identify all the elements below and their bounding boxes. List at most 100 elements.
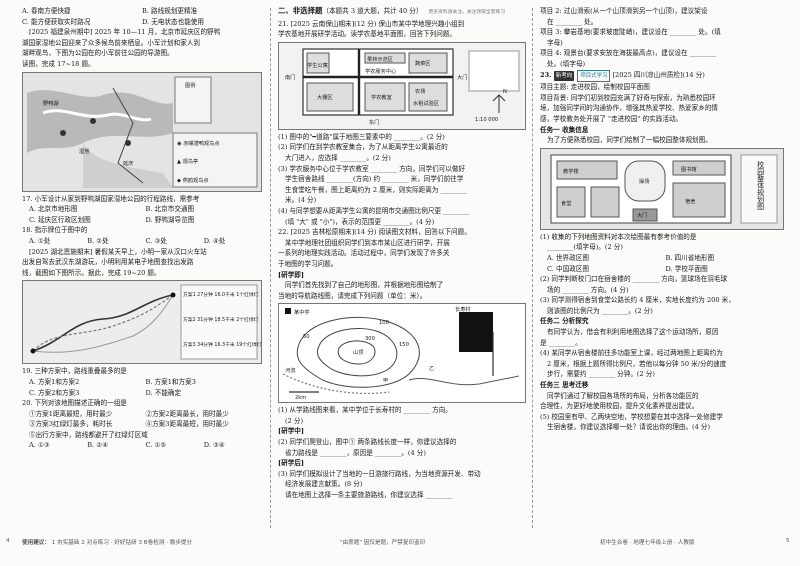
passage-line: 项目背景: 同学们初到校园充满了好奇与探索，为熟悉校园环 (540, 93, 716, 102)
passage-line: 为了方便熟悉校园，同学们绘制了一幅校园整体规划图。 (547, 136, 712, 145)
map-label: 图书馆 (681, 166, 697, 173)
subheading: [研学中] (278, 427, 305, 436)
subheading: [研学即] (278, 270, 305, 279)
map-label: 农场 (415, 88, 426, 95)
passage-line: 湖畔观鸟，下图为公园在的小军前往公园的导游图。 (22, 49, 174, 58)
answer-line: (填 "大" 或 "小")，表示的范围更 ________。(4 分) (285, 217, 435, 226)
route-option: 方案1 27分钟 16.0千米 1个红绿灯 (183, 293, 259, 299)
question-20: 20. 下列对该地图描述正确的一组是 (22, 399, 127, 408)
contour-map: 某中学 长寿村 河流 山顶 甲 乙 50 100 150 300 2km (278, 303, 526, 404)
column-middle: 二、非选择题（本题共 3 道大题，共计 40 分）更多资料请关注，关注领取全套练… (278, 6, 526, 501)
map-label: 教学楼 (563, 168, 579, 175)
answer-line: 项目 3: 攀岩基地(要求坡度陡峭)，建议设在 ________ 处。(填 (540, 28, 721, 37)
answer-line: 是 ________。 (540, 338, 582, 347)
column-divider (270, 8, 271, 528)
answer-line: 字母) (547, 38, 563, 47)
passage-line: 某中学地理社团组织同学们到本市某山区进行研学，开展 (285, 238, 450, 247)
map-label: 操场 (639, 178, 650, 185)
passage-line: 于地图的学习问题。 (278, 259, 338, 268)
route-map: 方案1 27分钟 16.0千米 1个红绿灯 方案2 31分钟 18.5千米 2个… (22, 280, 262, 365)
legend-item: ◉ 赤嘴潜鸭观鸟点 (177, 140, 220, 147)
task-heading: 任务二 分析探究 (540, 317, 589, 326)
map-legend: ◉ 赤嘴潜鸭观鸟点 ▲ 观鸟亭 ◆ 燕鸥观鸟点 (177, 139, 220, 187)
answer-line: (4) 某同学从宿舍楼前往多功能室上课，经过两地图上距离约为 (540, 349, 723, 358)
map-scale: 1:10 000 (475, 116, 499, 123)
page-number-left: 4 (6, 538, 10, 544)
column-divider (532, 8, 533, 528)
passage-line: 同学们通过了解校园各场所的布局，分析各功能区的 (547, 391, 699, 400)
map-label: 甲 (383, 378, 389, 385)
answer-line: 则该图的比例尺为 ________。(2 分) (547, 306, 653, 315)
map-label: 水稻试验区 (413, 100, 439, 107)
route-option: 方案2 31分钟 18.5千米 2个红绿灯 (183, 317, 259, 323)
farm-base-plan: 学生公寓 果林示范区 学农服务中心 蔬菜区 大棚区 学农教室 农场 水稻试验区 … (278, 41, 526, 130)
answer-line: 省力路线是 ________，原因是 ________。(4 分) (285, 448, 426, 457)
project-tag: 项目式学习 (577, 69, 611, 83)
answer-line: (1) 从学路线图来看，某中学位于长寿村的 ________ 方向。 (278, 406, 452, 415)
map-label: 河流 (285, 368, 296, 375)
passage-line: 线，截图如下图所示。据此，完成 19~20 题。 (22, 268, 161, 277)
answer-line: (3) 学农服务中心位于学农教室 ________ 方向，同学们可以做好 (278, 164, 466, 173)
map-label: 大棚区 (317, 94, 333, 101)
contour-label: 50 (303, 334, 310, 341)
map-label: 学农服务中心 (365, 68, 397, 75)
question-22: 22. [2025 吉林松原期末](14 分) 阅读图文材料，回答以下问题。 (278, 228, 471, 237)
question-19: 19. 三种方案中，路线重叠最多的是 (22, 367, 127, 376)
pavilion-icon: ▲ (177, 159, 181, 166)
passage-line: [2025 湖北恩施期末] 暑假某天早上，小明一家从汉口火车站 (29, 247, 207, 256)
map-label: 果林示范区 (367, 56, 393, 63)
passage-line: 感，学校教务处开展了 "走进校园" 的实践活动。 (540, 114, 683, 123)
task-heading: 任务一 收集信息 (540, 125, 589, 134)
map-label: 长寿村 (455, 307, 471, 314)
bird-point-icon: ◉ (177, 140, 182, 147)
bird-point-icon: ◆ (177, 177, 181, 184)
answer-line: 大门进入，应选择 ________。(2 分) (285, 153, 391, 162)
answer-line: 步行，需要约 ________ 分钟。(2 分) (547, 370, 655, 379)
map-label: 学生公寓 (307, 62, 328, 69)
passage-line: 有同学认为，借会有利利用地图选择了这个运动场所，原因 (547, 328, 719, 337)
legend-item: ◆ 燕鸥观鸟点 (177, 177, 209, 184)
answer-line: 经济发展建言献策。(8 分) (285, 480, 363, 489)
answer-line: 请在地图上选择一条主要旅游路线，你建议选择 ________ (285, 491, 452, 500)
question-18: 18. 指示牌位于图中的 (22, 226, 88, 235)
contour-label: 300 (365, 336, 375, 343)
map-label: 乙 (429, 366, 435, 373)
route-option: 方案3 34分钟 16.3千米 19个红绿灯 (183, 342, 262, 348)
answer-line: 生宿舍楼，你建议选择哪一处？请说出你的理由。(4 分) (547, 423, 711, 432)
passage-line: 同学们首先找到了自己的地形图，并根据地形图绘制了 (285, 281, 444, 290)
map-label: 宿舍 (685, 198, 696, 205)
legend-item: ▲ 观鸟亭 (177, 159, 199, 166)
map-label: 某中学 (294, 310, 310, 317)
passage-line: 合理性，为更好地使用校园，提升文化素养提出建议。 (540, 402, 699, 411)
passage-line: 一系列的地理实践活动。活动过程中，同学们发现了许多关 (278, 249, 450, 258)
map-label: 山顶 (353, 350, 364, 357)
answer-line: 处。(填字母) (547, 59, 586, 68)
answer-line: 米。(4 分) (285, 196, 317, 205)
gate-label: 东门 (369, 119, 380, 126)
answer-line: (2 分) (285, 416, 304, 425)
answer-line: (1) 图中的"━道路"属于地图三要素中的 ________。(2 分) (278, 132, 445, 141)
wetland-park-map: 野鸭湖 延庆 湿地 图例 ◉ 赤嘴潜鸭观鸟点 ▲ 观鸟亭 ◆ 燕鸥观鸟点 (22, 71, 262, 192)
book-title: 初中生合卷 · 地理七年级上册 · 人教版 (600, 540, 695, 546)
answer-line: ________(填字母)。(2 分) (547, 243, 623, 252)
answer-line: 学生宿舍路线 ________(方向) 约 ________ 米，同学们前往学 (285, 175, 464, 184)
column-right: 项目 2: 过山滑索(从一个山顶滑到另一个山顶)，建议架设 在 ________… (540, 6, 784, 433)
answer-line: (2) 同学们爬登山，图中① 两条路线长度一样，你建议选择的 (278, 438, 457, 447)
map-label: 学农教室 (371, 94, 392, 101)
north-arrow-icon: N (503, 88, 507, 95)
passage-line: 读图，完成 17~18 题。 (22, 59, 95, 68)
gate-label: 南门 (285, 74, 296, 81)
answer-line: (2) 同学判断校门口在宿舍楼的 ________ 方向，篮球场在羽毛球 (540, 275, 728, 284)
answer-line: (4) 与同学想要从距离学生公寓的昆明市交通图比例尺更 ________ (278, 206, 470, 215)
